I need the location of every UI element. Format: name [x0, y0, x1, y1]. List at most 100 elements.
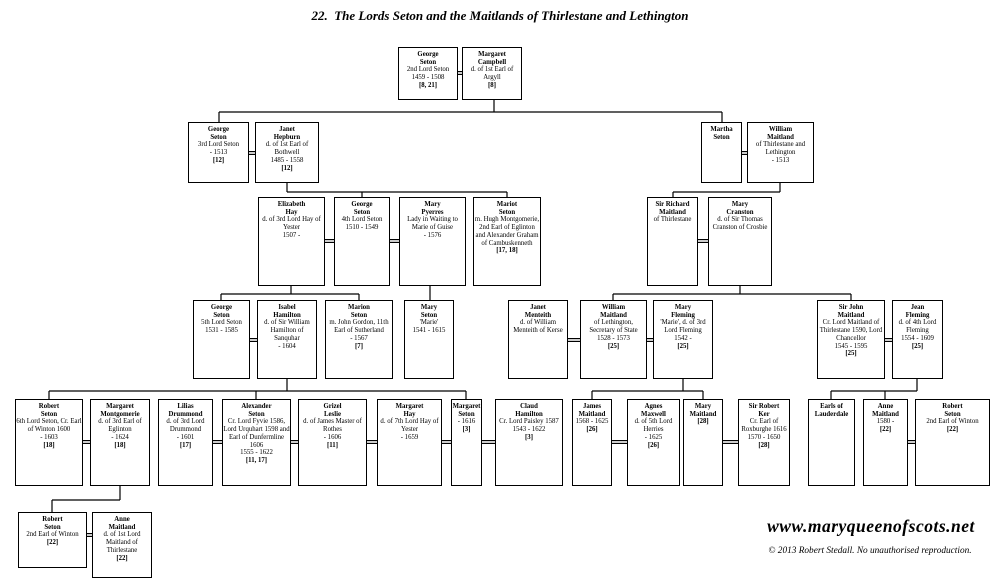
person-details: Cr. Lord Fyvie 1586, Lord Urquhart 1598 …: [223, 418, 290, 457]
person-ref: [8]: [488, 81, 496, 89]
person-details: d. of 1st Earl of Argyll: [470, 66, 514, 82]
person-name: Grizel Leslie: [323, 403, 342, 418]
person-details: of Thirlestane: [653, 216, 692, 224]
person-ref: [18]: [114, 441, 126, 449]
person-name: Marion Seton: [348, 304, 370, 319]
person-name: William Maitland: [767, 126, 794, 141]
person-ref: [26]: [586, 426, 598, 434]
person-box-margaretSeton: Margaret Seton- 1616[3]: [451, 399, 482, 486]
person-name: Mary Fleming: [671, 304, 695, 319]
person-name: George Seton: [417, 51, 439, 66]
person-details: 5th Lord Seton 1531 - 1585: [201, 319, 242, 335]
person-details: d. of Sir Thomas Cranston of Crosbie: [712, 216, 768, 232]
person-name: Janet Menteith: [524, 304, 552, 319]
person-ref: [11, 17]: [245, 457, 268, 465]
person-details: d. of William Menteith of Kerse: [513, 319, 563, 335]
person-details: d. of 4th Lord Fleming 1554 - 1609: [898, 319, 937, 342]
copyright-notice: © 2013 Robert Stedall. No unauthorised r…: [768, 546, 972, 556]
person-details: d. of 3rd Lord Hay of Yester 1507 -: [262, 216, 321, 239]
person-name: Mariot Seton: [496, 201, 518, 216]
person-details: d. of 1st Lord Maitland of Thirlestane: [103, 531, 141, 554]
person-details: 'Marie' 1541 - 1615: [412, 319, 446, 335]
person-details: Cr. Earl of Roxburghe 1616 1570 - 1650: [741, 418, 787, 441]
person-details: 1568 - 1625: [575, 418, 609, 426]
person-ref: [28]: [758, 441, 770, 449]
person-name: William Maitland: [600, 304, 627, 319]
person-details: d. of 3rd Lord Drummond - 1601: [166, 418, 205, 441]
person-name: Robert Seton: [38, 403, 60, 418]
person-details: d. of 1st Earl of Bothwell 1485 - 1558: [265, 141, 309, 164]
person-details: 2nd Earl of Winton: [26, 531, 79, 539]
person-details: 1580 -: [876, 418, 895, 426]
person-name: Sir Richard Maitland: [655, 201, 690, 216]
person-ref: [25]: [677, 342, 689, 350]
person-ref: [26]: [647, 441, 660, 449]
person-ref: [22]: [116, 554, 128, 562]
person-details: d. of 7th Lord Hay of Yester - 1659: [380, 418, 439, 441]
person-ref: [22]: [46, 539, 59, 547]
person-details: d. of James Master of Rothes - 1606: [303, 418, 362, 441]
person-box-marthaSeton: Martha Seton: [701, 122, 742, 183]
person-name: Isabel Hamilton: [273, 304, 301, 319]
person-ref: [22]: [879, 426, 892, 434]
person-name: George Seton: [207, 126, 230, 141]
person-name: Mary Seton: [420, 304, 438, 319]
person-ref: [28]: [697, 418, 709, 426]
person-details: 2nd Earl of Winton: [926, 418, 979, 426]
person-name: James Maitland: [578, 403, 606, 418]
person-details: - 1616: [457, 418, 476, 426]
person-details: of Thirlestane and Lethington - 1513: [755, 141, 806, 164]
person-ref: [18]: [43, 441, 55, 449]
person-name: Margaret Hay: [395, 403, 424, 418]
person-name: Sir Robert Ker: [748, 403, 780, 418]
watermark-url: www.maryqueenofscots.net: [767, 516, 975, 536]
person-ref: [3]: [525, 433, 533, 441]
person-name: Earls of Lauderdale: [814, 403, 849, 418]
person-name: Sir John Maitland: [837, 304, 865, 319]
person-details: 3rd Lord Seton - 1513: [197, 141, 240, 157]
person-details: d. of Sir William Hamilton of Sanquhar -…: [264, 319, 310, 350]
person-ref: [7]: [355, 342, 363, 350]
person-name: Alexander Seton: [241, 403, 272, 418]
person-name: Margaret Seton: [452, 403, 481, 418]
person-name: Robert Seton: [942, 403, 963, 418]
person-box-maryFleming: Mary Fleming'Marie', d. of 3rd Lord Flem…: [653, 300, 713, 379]
person-name: George Seton: [351, 201, 373, 216]
person-ref: [12]: [212, 156, 225, 164]
person-name: Janet Hepburn: [273, 126, 301, 141]
person-box-marySeton: Mary Seton'Marie' 1541 - 1615: [404, 300, 454, 379]
person-name: Robert Seton: [42, 516, 63, 531]
person-box-earlsLauderdale: Earls of Lauderdale: [808, 399, 855, 486]
person-ref: [25]: [845, 350, 857, 358]
person-name: Jean Fleming: [905, 304, 930, 319]
person-name: Elizabeth Hay: [277, 201, 306, 216]
person-ref: [3]: [462, 426, 471, 434]
person-name: Margaret Campbell: [477, 51, 507, 66]
person-name: Agnes Maxwell: [641, 403, 666, 418]
person-details: d. of 3rd Earl of Eglinton - 1624: [98, 418, 142, 441]
